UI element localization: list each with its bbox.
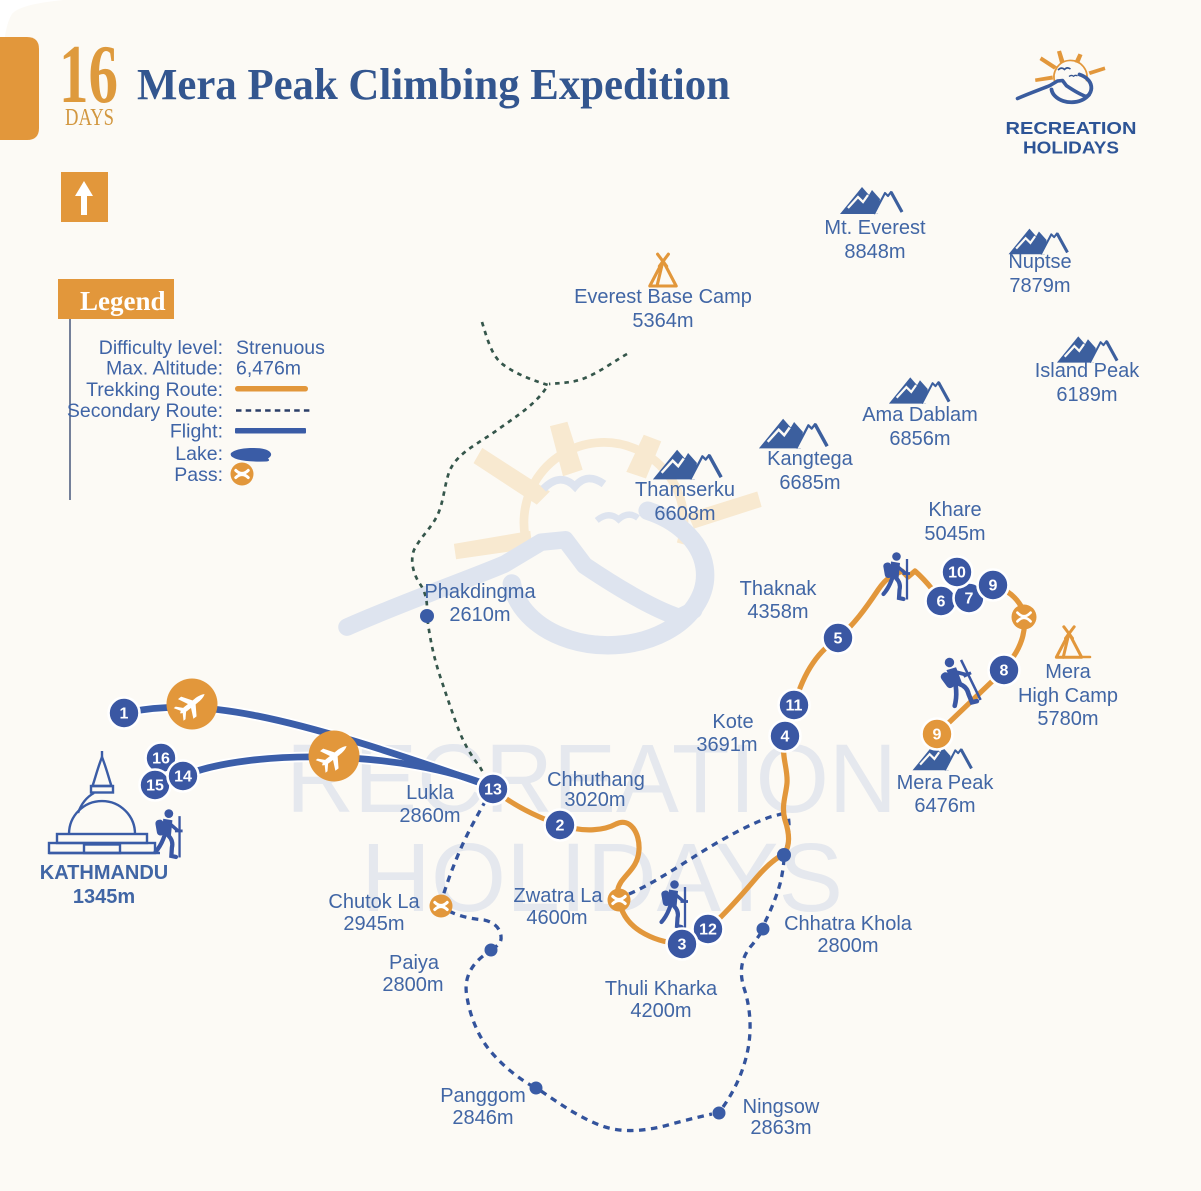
svg-text:2863m: 2863m <box>750 1117 811 1139</box>
svg-text:2860m: 2860m <box>399 805 460 827</box>
svg-text:14: 14 <box>174 769 192 786</box>
svg-text:Paiya: Paiya <box>389 952 440 974</box>
svg-text:9: 9 <box>933 727 942 744</box>
svg-text:8848m: 8848m <box>844 241 905 263</box>
svg-text:5364m: 5364m <box>632 310 693 332</box>
svg-text:Legend: Legend <box>80 286 166 316</box>
svg-text:6608m: 6608m <box>654 503 715 525</box>
svg-text:4358m: 4358m <box>747 601 808 623</box>
svg-text:Difficulty level:: Difficulty level: <box>99 337 223 359</box>
svg-text:Lake:: Lake: <box>175 443 223 465</box>
svg-text:7: 7 <box>965 591 974 608</box>
svg-text:15: 15 <box>146 778 164 795</box>
svg-text:6476m: 6476m <box>914 795 975 817</box>
svg-text:Ningsow: Ningsow <box>743 1096 820 1118</box>
svg-text:Max. Altitude:: Max. Altitude: <box>106 358 223 380</box>
svg-text:Chutok La: Chutok La <box>328 891 420 913</box>
svg-text:HOLIDAYS: HOLIDAYS <box>361 823 843 932</box>
svg-text:Mera Peak: Mera Peak <box>897 772 995 794</box>
svg-text:3: 3 <box>678 937 687 954</box>
svg-text:2945m: 2945m <box>343 913 404 935</box>
svg-text:Mt. Everest: Mt. Everest <box>824 217 926 239</box>
svg-text:Zwatra La: Zwatra La <box>514 885 604 907</box>
svg-text:4200m: 4200m <box>630 1000 691 1022</box>
svg-text:2846m: 2846m <box>452 1107 513 1129</box>
svg-text:Khare: Khare <box>928 499 981 521</box>
svg-text:1: 1 <box>120 706 129 723</box>
svg-text:Phakdingma: Phakdingma <box>424 581 536 603</box>
svg-text:5780m: 5780m <box>1037 708 1098 730</box>
svg-text:Lukla: Lukla <box>406 782 455 804</box>
svg-text:Nuptse: Nuptse <box>1008 251 1071 273</box>
svg-text:Kangtega: Kangtega <box>767 448 854 470</box>
svg-text:Thaknak: Thaknak <box>740 578 818 600</box>
svg-text:10: 10 <box>948 565 966 582</box>
svg-text:Mera Peak Climbing Expedition: Mera Peak Climbing Expedition <box>137 60 730 109</box>
svg-text:Ama Dablam: Ama Dablam <box>862 404 978 426</box>
svg-text:5: 5 <box>834 631 843 648</box>
svg-text:9: 9 <box>989 578 998 595</box>
svg-text:Panggom: Panggom <box>440 1085 526 1107</box>
svg-text:Chhatra Khola: Chhatra Khola <box>784 913 913 935</box>
svg-text:2800m: 2800m <box>382 974 443 996</box>
svg-text:6685m: 6685m <box>779 472 840 494</box>
svg-text:DAYS: DAYS <box>65 105 114 131</box>
svg-text:13: 13 <box>484 782 502 799</box>
svg-text:RECREATION: RECREATION <box>1006 118 1137 138</box>
svg-text:12: 12 <box>699 922 717 939</box>
svg-text:KATHMANDU: KATHMANDU <box>40 862 169 884</box>
svg-text:1345m: 1345m <box>73 886 135 908</box>
svg-text:Pass:: Pass: <box>174 464 223 486</box>
svg-text:2610m: 2610m <box>449 604 510 626</box>
svg-text:6189m: 6189m <box>1056 384 1117 406</box>
svg-text:Thamserku: Thamserku <box>635 479 735 501</box>
svg-text:6: 6 <box>937 594 946 611</box>
svg-text:2: 2 <box>556 818 565 835</box>
svg-text:Strenuous: Strenuous <box>236 337 325 359</box>
svg-text:6,476m: 6,476m <box>236 358 301 380</box>
svg-text:High Camp: High Camp <box>1018 685 1118 707</box>
svg-text:Trekking Route:: Trekking Route: <box>86 379 223 401</box>
svg-text:8: 8 <box>1000 663 1009 680</box>
svg-text:6856m: 6856m <box>889 428 950 450</box>
svg-text:Everest Base Camp: Everest Base Camp <box>574 286 752 308</box>
svg-text:HOLIDAYS: HOLIDAYS <box>1023 138 1119 158</box>
svg-text:Island Peak: Island Peak <box>1035 360 1141 382</box>
svg-text:Secondary Route:: Secondary Route: <box>67 400 223 422</box>
svg-text:2800m: 2800m <box>817 935 878 957</box>
svg-text:16: 16 <box>152 751 170 768</box>
svg-text:7879m: 7879m <box>1009 275 1070 297</box>
svg-text:16: 16 <box>59 28 118 121</box>
svg-text:Flight:: Flight: <box>170 421 223 443</box>
svg-text:Thuli Kharka: Thuli Kharka <box>605 978 718 1000</box>
svg-text:4600m: 4600m <box>526 907 587 929</box>
svg-text:11: 11 <box>786 698 803 715</box>
svg-text:3020m: 3020m <box>564 789 625 811</box>
svg-text:3691m: 3691m <box>696 734 757 756</box>
svg-text:Mera: Mera <box>1045 661 1091 683</box>
svg-text:Kote: Kote <box>712 711 753 733</box>
svg-text:4: 4 <box>781 729 790 746</box>
svg-text:5045m: 5045m <box>924 523 985 545</box>
svg-text:Chhuthang: Chhuthang <box>547 769 645 791</box>
